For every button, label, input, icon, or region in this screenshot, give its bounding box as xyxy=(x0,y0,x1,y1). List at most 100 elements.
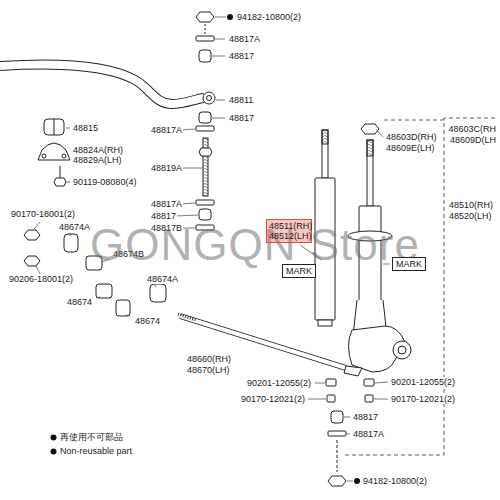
link-stack xyxy=(196,12,214,230)
link-leaders xyxy=(216,100,225,101)
stabilizer-bar xyxy=(0,65,204,104)
strut-rod xyxy=(180,316,346,368)
link-stack xyxy=(199,50,211,62)
bracket-bolt xyxy=(60,166,61,178)
bushing-leaders xyxy=(34,222,40,229)
link-leaders xyxy=(212,56,225,57)
mark-tag: MARK xyxy=(282,264,316,278)
stabilizer-bar xyxy=(203,92,215,104)
callout-number: 48674 xyxy=(134,316,161,326)
link-stack xyxy=(199,112,211,123)
callout-number: 90170-18001(2) xyxy=(10,209,76,219)
rod-bushings xyxy=(116,300,130,316)
rod-bushings xyxy=(96,284,112,298)
bushing-leaders xyxy=(96,297,100,298)
link-leaders xyxy=(215,39,225,40)
link-stack xyxy=(196,12,214,22)
callout-number: 48609E(LH) xyxy=(385,143,436,153)
node-text: MARK xyxy=(286,266,312,276)
callout-number: 48817 xyxy=(228,113,255,123)
strut-assembly xyxy=(398,346,406,354)
callout-number: 48817 xyxy=(228,51,255,61)
callout-number: 48603D(RH) xyxy=(385,132,438,142)
callout-number: 90170-12021(2) xyxy=(390,394,456,404)
legend-text: 再使用不可部品 xyxy=(60,432,123,443)
callout-number: 48824A(RH) xyxy=(72,145,124,155)
lower-leaders xyxy=(315,383,325,384)
callout-number: 48817 xyxy=(352,412,379,422)
lower-fasteners xyxy=(327,395,335,402)
bushing-leaders xyxy=(36,266,40,274)
link-leaders xyxy=(215,17,226,18)
shock-absorber xyxy=(322,130,328,144)
link-leaders xyxy=(66,182,70,183)
assembly-bracket xyxy=(345,118,496,455)
callout-number: 48811 xyxy=(228,95,254,105)
callout-number: 48829A(LH) xyxy=(72,155,123,165)
callout-number: 94182-10800(2) xyxy=(362,476,428,486)
callout-number: 90119-08080(4) xyxy=(72,177,137,187)
callout-number: 48674A xyxy=(58,222,91,232)
bracket-bolt xyxy=(54,178,66,186)
link-stack xyxy=(205,24,206,34)
stabilizer-bar xyxy=(0,65,204,104)
mark-tag: MARK xyxy=(392,257,426,271)
callout-number: 48817 xyxy=(150,211,177,221)
lower-fasteners xyxy=(365,395,373,402)
lower-leaders xyxy=(376,129,383,137)
callout-number: 48670(LH) xyxy=(186,365,231,375)
lower-leaders xyxy=(375,382,388,383)
callout-number: 90201-12055(2) xyxy=(390,377,456,387)
shock-absorber xyxy=(322,130,328,178)
link-leaders xyxy=(66,128,70,129)
link-stack xyxy=(199,209,211,220)
legend-text: Non-reusable part xyxy=(60,446,132,457)
callout-number: 48609D(LH xyxy=(449,135,497,145)
lower-fasteners xyxy=(337,440,338,472)
shock-absorber xyxy=(318,320,332,326)
callout-number: 90206-18001(2) xyxy=(8,274,74,284)
link-leaders xyxy=(176,215,198,216)
stabilizer-bar xyxy=(0,65,215,104)
strut-assembly xyxy=(367,140,373,206)
legend-item: 再使用不可部品 xyxy=(50,432,123,443)
bushing-leaders xyxy=(70,233,71,236)
callout-number: 48817A xyxy=(150,199,183,209)
link-leaders xyxy=(180,168,202,169)
stabilizer-bushing xyxy=(62,154,66,158)
stabilizer-bar xyxy=(207,96,212,101)
callout-number: 94182-10800(2) xyxy=(236,12,302,22)
link-stack xyxy=(196,126,214,131)
lower-leaders xyxy=(347,481,353,482)
strut-assembly xyxy=(367,140,373,156)
lower-leaders xyxy=(344,417,350,418)
callout-number: 48520(LH) xyxy=(448,211,493,221)
strut-rod xyxy=(344,366,362,376)
link-stack xyxy=(196,36,214,41)
link-stack xyxy=(199,148,212,156)
callout-number: 48819A xyxy=(150,163,183,173)
rod-bushings xyxy=(24,230,40,240)
watermark: GONGQN Store xyxy=(90,221,420,269)
link-leaders xyxy=(212,118,225,119)
node-text: MARK xyxy=(396,259,422,269)
rod-bushings xyxy=(24,256,40,266)
stabilizer-bushing xyxy=(42,154,46,158)
callout-number: 48815 xyxy=(72,123,99,133)
callout-number: 48510(RH) xyxy=(448,200,494,210)
lower-fasteners xyxy=(364,379,374,386)
strut-assembly xyxy=(393,341,411,359)
link-stack xyxy=(196,200,214,205)
legend-bullet xyxy=(51,449,57,455)
legend-bullet xyxy=(50,448,57,455)
stabilizer-bushing xyxy=(44,119,64,135)
bushing-leaders xyxy=(126,315,130,316)
non-reusable-mark xyxy=(227,14,233,20)
callout-number: 48817A xyxy=(352,429,385,439)
strut-rod xyxy=(178,314,196,320)
lower-fasteners xyxy=(328,476,346,486)
lower-leaders xyxy=(347,434,350,435)
strut-rod xyxy=(178,314,362,376)
lower-leaders xyxy=(374,399,388,400)
bracket-bolt xyxy=(54,166,66,186)
